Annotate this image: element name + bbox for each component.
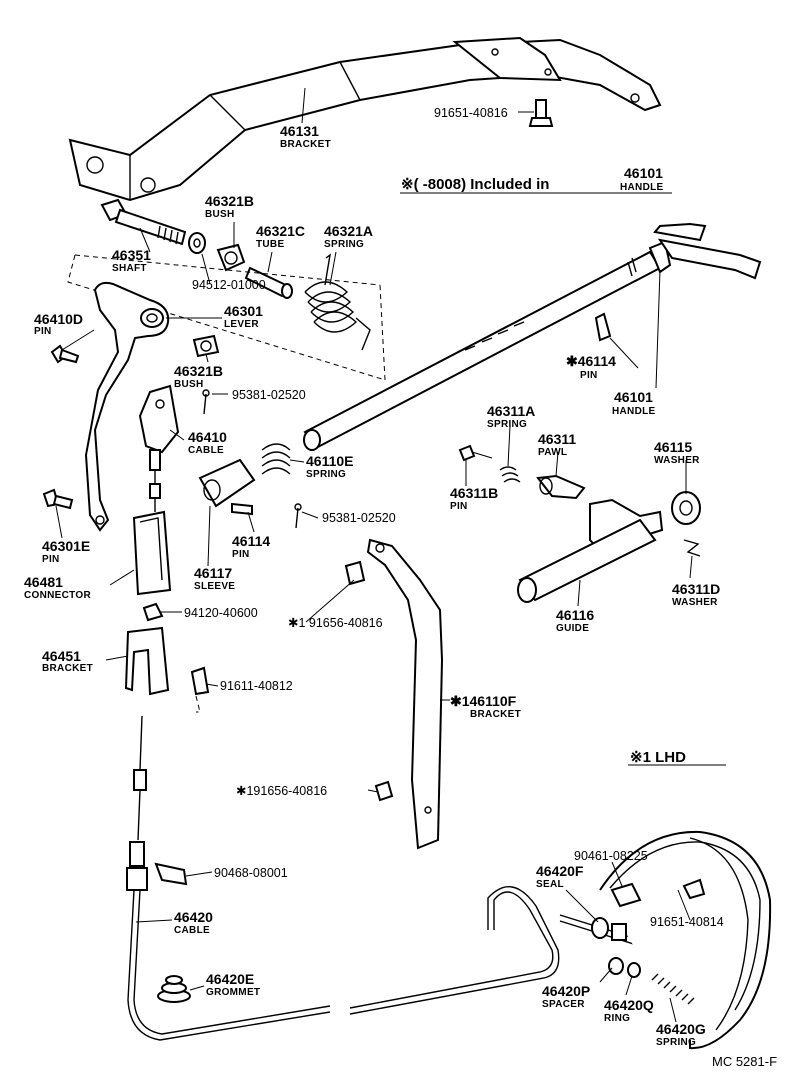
label-46420g-name: SPRING xyxy=(656,1037,696,1048)
label-91611-40812: 91611-40812 xyxy=(220,679,293,693)
label-91656-40816-a: ✱1 91656-40816 xyxy=(288,616,383,630)
brake-drum-drawing xyxy=(591,830,772,1050)
label-46410d-name: PIN xyxy=(34,326,52,337)
label-46116-name: GUIDE xyxy=(556,623,589,634)
label-46110f-num: ✱146110F xyxy=(450,693,517,709)
label-46351-num: 46351 xyxy=(112,247,151,263)
shaft-group-drawing xyxy=(67,198,386,381)
label-46420p-num: 46420P xyxy=(542,983,590,999)
label-46420q-num: 46420Q xyxy=(604,997,654,1013)
label-46420g-num: 46420G xyxy=(656,1021,706,1037)
label-90461-08225: 90461-08225 xyxy=(574,849,648,863)
label-46481-num: 46481 xyxy=(24,574,63,590)
label-46115-name: WASHER xyxy=(654,455,700,466)
label-46301-num: 46301 xyxy=(224,303,263,319)
note-handle-name: HANDLE xyxy=(620,182,663,193)
labels: 46131 BRACKET 91651-40816 ※( -8008) Incl… xyxy=(24,106,777,1069)
label-46301-name: LEVER xyxy=(224,319,259,330)
label-46351-name: SHAFT xyxy=(112,263,147,274)
label-46321c-num: 46321C xyxy=(256,223,305,239)
handle-46101-drawing xyxy=(303,222,762,451)
label-91651-40814: 91651-40814 xyxy=(650,915,724,929)
label-46420-name: CABLE xyxy=(174,925,210,936)
label-46311d-name: WASHER xyxy=(672,597,718,608)
note-included: ※( -8008) Included in xyxy=(401,176,549,193)
sleeve-group-drawing xyxy=(198,443,302,529)
label-46410d-num: 46410D xyxy=(34,311,83,327)
label-90468-08001: 90468-08001 xyxy=(214,866,288,880)
label-46420p-name: SPACER xyxy=(542,999,585,1010)
label-46114-bot-num: 46114 xyxy=(232,533,270,549)
label-46114-bot-name: PIN xyxy=(232,549,250,560)
label-lhd: ※1 LHD xyxy=(630,749,686,766)
label-46114-top-num: ✱46114 xyxy=(566,353,616,369)
label-46301e-name: PIN xyxy=(42,554,60,565)
bracket-46131-drawing xyxy=(68,36,662,202)
label-46117-name: SLEEVE xyxy=(194,581,235,592)
label-46451-num: 46451 xyxy=(42,648,81,664)
label-46114-top-name: PIN xyxy=(580,370,598,381)
label-46420f-num: 46420F xyxy=(536,863,584,879)
label-95381-02520-b: 95381-02520 xyxy=(322,511,396,525)
label-46101-num: 46101 xyxy=(614,389,653,405)
label-46311b-name: PIN xyxy=(450,501,468,512)
label-46131-num: 46131 xyxy=(280,123,319,139)
label-46321b-bot-name: BUSH xyxy=(174,379,204,390)
label-46321c-name: TUBE xyxy=(256,239,284,250)
label-46311a-name: SPRING xyxy=(487,419,527,430)
label-46420-num: 46420 xyxy=(174,909,213,925)
label-94120-40600: 94120-40600 xyxy=(184,606,258,620)
label-46321a-name: SPRING xyxy=(324,239,364,250)
label-46481-name: CONNECTOR xyxy=(24,590,91,601)
label-46115-num: 46115 xyxy=(654,439,692,455)
label-46420q-name: RING xyxy=(604,1013,630,1024)
label-46301e-num: 46301E xyxy=(42,538,90,554)
label-46311b-num: 46311B xyxy=(450,485,498,501)
bolt-91651-top-drawing xyxy=(518,99,554,127)
label-91656-40816-b: ✱191656-40816 xyxy=(236,784,327,798)
label-46311-name: PAWL xyxy=(538,447,567,458)
label-91651-40816: 91651-40816 xyxy=(434,106,508,120)
leader-lines xyxy=(55,87,726,1023)
label-46321a-num: 46321A xyxy=(324,223,373,239)
label-46321b-top-name: BUSH xyxy=(205,209,235,220)
lever-46301-drawing xyxy=(42,281,220,532)
label-46410-name: CABLE xyxy=(188,445,224,456)
label-46321b-top-num: 46321B xyxy=(205,193,254,209)
label-46110e-num: 46110E xyxy=(306,453,354,469)
pawl-guide-drawing xyxy=(458,444,701,603)
label-46101-name: HANDLE xyxy=(612,406,655,417)
label-46110e-name: SPRING xyxy=(306,469,346,480)
bracket-46110f-drawing xyxy=(344,538,444,850)
label-46110f-name: BRACKET xyxy=(470,709,521,720)
label-46116-num: 46116 xyxy=(556,607,594,623)
label-46420e-name: GROMMET xyxy=(206,987,260,998)
label-46117-num: 46117 xyxy=(194,565,232,581)
label-46311a-num: 46311A xyxy=(487,403,535,419)
label-46311d-num: 46311D xyxy=(672,581,720,597)
label-46451-name: BRACKET xyxy=(42,663,93,674)
label-46420e-num: 46420E xyxy=(206,971,254,987)
label-46410-num: 46410 xyxy=(188,429,227,445)
label-46131-name: BRACKET xyxy=(280,139,331,150)
footer-code: MC 5281-F xyxy=(712,1054,777,1069)
label-46311-num: 46311 xyxy=(538,431,576,447)
cable-46420-drawing xyxy=(126,715,710,1041)
cable-connector-drawing xyxy=(124,384,210,713)
label-46420f-name: SEAL xyxy=(536,879,564,890)
note-handle-num: 46101 xyxy=(624,165,663,181)
label-94512-01000: 94512-01000 xyxy=(192,278,266,292)
label-95381-02520-a: 95381-02520 xyxy=(232,388,306,402)
label-46321b-bot-num: 46321B xyxy=(174,363,223,379)
